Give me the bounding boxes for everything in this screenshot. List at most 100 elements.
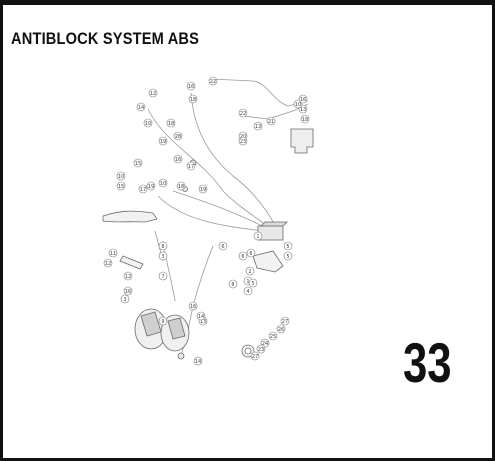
callout-number: 25: [270, 334, 276, 340]
callout-number: 15: [118, 184, 124, 190]
callout-number: 17: [188, 164, 194, 170]
callout-number: 22: [240, 111, 246, 117]
part-callout: 12: [103, 258, 113, 268]
callout-number: 10: [160, 181, 166, 187]
part-callout: 5: [283, 241, 293, 251]
sensor-ring: [244, 347, 252, 355]
callout-number: 22: [210, 79, 216, 85]
part-callout: 6: [238, 251, 248, 261]
callout-number: 6: [249, 251, 252, 257]
part-callout: 10: [143, 118, 153, 128]
callout-number: 21: [268, 119, 274, 125]
callout-number: 18: [178, 184, 184, 190]
callout-number: 18: [168, 121, 174, 127]
brake-line: [157, 195, 264, 232]
callout-number: 19: [148, 184, 154, 190]
part-callout: 16: [123, 286, 133, 296]
brake-line: [147, 108, 274, 232]
callout-number: 8: [231, 282, 234, 288]
part-callout: 19: [198, 184, 208, 194]
callout-number: 13: [255, 124, 261, 130]
callout-number: 12: [150, 91, 156, 97]
part-callout: 18: [166, 118, 176, 128]
part-callout: 13: [253, 121, 263, 131]
brake-caliper: [167, 317, 186, 340]
part-callout: 16: [186, 81, 196, 91]
callout-number: 14: [198, 314, 204, 320]
part-callout: 18: [300, 114, 310, 124]
callout-number: 16: [175, 157, 181, 163]
small-bracket: [119, 255, 144, 270]
callout-number: 23: [240, 139, 246, 145]
section-title: ANTIBLOCK SYSTEM ABS: [11, 29, 200, 48]
callout-number: 13: [200, 319, 206, 325]
callout-number: 18: [190, 97, 196, 103]
part-callout: 24: [260, 338, 270, 348]
brake-lever: [102, 210, 158, 223]
rear-hydraulic-unit: [290, 128, 314, 154]
part-callout: 28: [173, 131, 183, 141]
part-callout: 17: [138, 184, 148, 194]
callout-number: 8: [161, 244, 164, 250]
part-callout: 25: [268, 331, 278, 341]
part-callout: 5: [283, 251, 293, 261]
callout-number: 15: [135, 161, 141, 167]
part-callout: 8: [158, 241, 168, 251]
part-callout: 20: [238, 131, 248, 141]
part-callout: 3: [120, 294, 130, 304]
callout-number: 10: [295, 102, 301, 108]
callout-number: 9: [161, 319, 164, 325]
callout-number: 20: [240, 134, 246, 140]
callout-number: 12: [105, 261, 111, 267]
callout-number: 1: [256, 234, 259, 240]
part-callout: 4: [243, 286, 253, 296]
callout-number: 23: [258, 347, 264, 353]
part-callout: 3: [158, 251, 168, 261]
callout-number: 7: [161, 274, 164, 280]
part-callout: 23: [256, 344, 266, 354]
part-callout: 16: [298, 94, 308, 104]
callout-number: 1: [246, 279, 249, 285]
callout-number: 16: [300, 97, 306, 103]
part-callout: 18: [188, 94, 198, 104]
callout-number: 16: [190, 304, 196, 310]
brake-line: [210, 78, 309, 107]
brake-line: [190, 92, 279, 232]
part-callout: 21: [266, 116, 276, 126]
callout-number: 26: [278, 327, 284, 333]
part-callout: 16: [173, 154, 183, 164]
part-callout: 22: [208, 76, 218, 86]
part-callout: 22: [238, 108, 248, 118]
part-callout: 14: [136, 102, 146, 112]
part-callout: 11: [108, 248, 118, 258]
part-callout: 10: [158, 178, 168, 188]
part-callout: 10: [116, 171, 126, 181]
callout-number: 16: [125, 289, 131, 295]
callout-number: 18: [302, 117, 308, 123]
part-callout: 2: [245, 266, 255, 276]
banjo-bolt: [177, 352, 185, 360]
part-callout: 12: [148, 88, 158, 98]
callout-number: 5: [286, 254, 289, 260]
callout-number: 4: [246, 289, 249, 295]
callout-number: 14: [195, 359, 201, 365]
callout-number: 13: [300, 107, 306, 113]
callout-number: 3: [161, 254, 164, 260]
callout-number: 24: [262, 341, 268, 347]
callout-number: 28: [175, 134, 181, 140]
callout-number: 27: [252, 354, 258, 360]
callout-number: 16: [188, 84, 194, 90]
part-callout: 6: [218, 241, 228, 251]
callout-number: 27: [282, 319, 288, 325]
part-callout: 14: [196, 311, 206, 321]
part-callout: 18: [176, 181, 186, 191]
callout-number: 5: [286, 244, 289, 250]
part-callout: 26: [276, 324, 286, 334]
part-callout: 19: [146, 181, 156, 191]
callout-number: 17: [140, 187, 146, 193]
part-callout: 9: [158, 316, 168, 326]
part-callout: 16: [188, 301, 198, 311]
